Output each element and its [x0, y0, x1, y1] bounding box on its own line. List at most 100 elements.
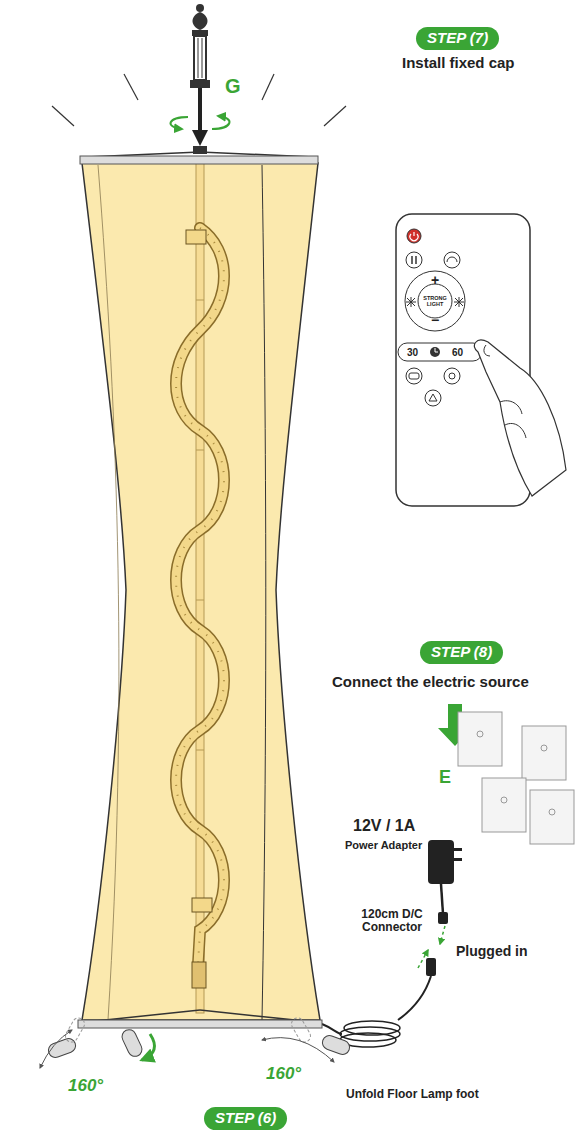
note: Unfold Floor Lamp foot — [344, 1088, 481, 1101]
remote-control — [410, 232, 418, 241]
remote-control — [406, 368, 422, 384]
wall-sockets — [549, 809, 555, 815]
lamp-pole — [196, 163, 204, 1013]
fixed-cap — [193, 12, 208, 30]
fixed-cap — [196, 4, 204, 12]
led-strip — [176, 228, 224, 988]
pointing-hand — [484, 345, 490, 356]
power-adapter — [398, 976, 431, 1020]
note: Plugged in — [454, 944, 530, 959]
part-name: 120cm D/C Connector — [352, 908, 432, 934]
fixed-cap — [171, 117, 188, 129]
wall-sockets — [530, 790, 574, 844]
power-adapter — [454, 858, 462, 861]
pointing-hand — [474, 340, 566, 496]
remote-control — [444, 368, 460, 384]
lamp-feet — [262, 1038, 334, 1062]
pointing-hand — [505, 423, 526, 438]
note: Plugged in — [454, 944, 530, 959]
remote-control — [444, 252, 460, 268]
wall-sockets — [458, 712, 502, 766]
angle-label: 160° — [264, 1065, 303, 1084]
step-badge: STEP (6) — [204, 1107, 287, 1130]
led-strip — [176, 228, 224, 965]
power-adapter — [454, 848, 462, 851]
fixed-cap — [192, 130, 208, 146]
remote-control — [398, 343, 482, 361]
step-badge: STEP (8) — [420, 641, 503, 664]
pointing-hand — [500, 401, 522, 414]
callout-letter: E — [437, 768, 453, 788]
callout-letter: G — [223, 75, 243, 97]
button-symbol: − — [429, 313, 441, 328]
lamp-feet — [40, 1016, 352, 1068]
led-strip — [192, 898, 212, 912]
wall-sockets — [501, 797, 507, 803]
remote-control — [454, 297, 464, 307]
remote-control — [449, 373, 455, 379]
part-name: Power Adapter — [343, 839, 424, 851]
fixed-cap — [198, 88, 202, 132]
lamp-feet — [40, 1030, 72, 1068]
lamp-shade — [82, 163, 320, 1020]
lamp-feet — [320, 1034, 351, 1057]
callout-letter: E — [437, 768, 453, 788]
lamp-shade — [82, 163, 320, 1020]
spec-label: 12V / 1A — [351, 817, 417, 835]
fixed-cap — [52, 4, 346, 146]
remote-control — [429, 394, 437, 401]
fixed-cap — [324, 106, 346, 126]
remote-control — [435, 352, 438, 353]
power-adapter — [426, 958, 436, 976]
fixed-cap — [212, 116, 229, 129]
power-adapter — [322, 840, 462, 1047]
remote-control — [405, 271, 465, 331]
button-label: STRONG LIGHT — [421, 295, 449, 307]
button-label: 30 — [405, 347, 420, 358]
angle-label: 160° — [66, 1077, 105, 1096]
fixed-cap — [190, 80, 210, 88]
top-frame — [80, 156, 318, 164]
wall-sockets — [541, 745, 547, 751]
note: Unfold Floor Lamp foot — [344, 1088, 481, 1101]
part-name: 120cm D/C Connector — [352, 908, 432, 934]
button-symbol: − — [429, 313, 441, 328]
remote-control — [411, 256, 413, 264]
top-frame — [80, 146, 318, 164]
top-frame — [193, 146, 207, 154]
power-adapter — [340, 1027, 400, 1041]
remote-control — [430, 347, 440, 357]
part-name: Power Adapter — [343, 839, 424, 851]
step-label: STEP (6) — [215, 1110, 276, 1127]
fixed-cap — [198, 38, 199, 78]
step-title: Install fixed cap — [400, 55, 517, 72]
wall-sockets — [522, 726, 566, 780]
power-adapter — [440, 926, 445, 944]
bottom-frame — [78, 1020, 322, 1028]
wall-sockets — [482, 778, 526, 832]
lamp-feet — [46, 1037, 77, 1060]
remote-control — [406, 252, 422, 268]
remote-control — [407, 229, 421, 243]
led-strip — [186, 230, 206, 244]
lamp-feet — [289, 1016, 312, 1045]
lamp-feet — [120, 1027, 145, 1058]
lamp-feet — [142, 1034, 155, 1060]
power-adapter — [441, 884, 443, 914]
remote-control — [435, 348, 436, 352]
button-symbol: + — [429, 273, 441, 288]
step-title: Connect the electric source — [330, 674, 531, 691]
lamp-shade — [262, 165, 266, 1020]
step-label: STEP (8) — [431, 644, 492, 661]
power-adapter — [428, 840, 454, 884]
lamp-pole — [196, 300, 204, 301]
led-strip — [176, 228, 224, 965]
step-title: Connect the electric source — [330, 674, 531, 691]
remote-control — [425, 390, 441, 406]
remote-control — [409, 373, 419, 379]
fixed-cap — [262, 74, 274, 100]
fixed-cap — [194, 36, 206, 80]
wall-sockets — [458, 712, 574, 844]
